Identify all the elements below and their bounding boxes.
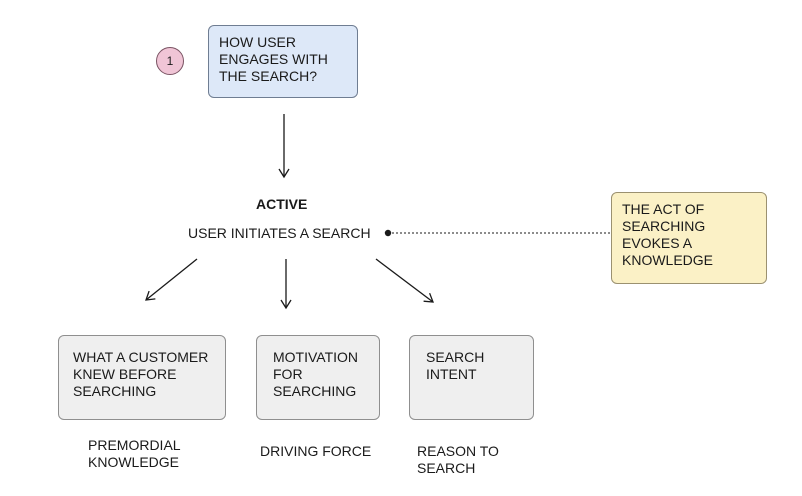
- branch-line: SEARCH: [426, 349, 485, 365]
- question-line: ENGAGES WITH: [219, 51, 328, 67]
- branch-line: MOTIVATION: [273, 349, 359, 365]
- step-badge: 1: [156, 47, 184, 75]
- branch-line: KNEW BEFORE: [73, 366, 177, 382]
- branch-caption-1: PREMORDIAL KNOWLEDGE: [88, 437, 181, 471]
- note-line: THE ACT OF: [622, 201, 705, 217]
- question-line: HOW USER: [219, 34, 296, 50]
- branch-caption-3: REASON TO SEARCH: [417, 443, 499, 477]
- step-badge-number: 1: [166, 54, 174, 68]
- question-box: HOW USER ENGAGES WITH THE SEARCH?: [208, 25, 358, 98]
- note-line: EVOKES A: [622, 235, 693, 251]
- caption-line: SEARCH: [417, 460, 476, 476]
- branch-line: INTENT: [426, 366, 477, 382]
- branch-box-1: WHAT A CUSTOMER KNEW BEFORE SEARCHING: [58, 335, 226, 420]
- mode-subtitle: USER INITIATES A SEARCH: [188, 225, 371, 241]
- branch-line: WHAT A CUSTOMER: [73, 349, 209, 365]
- mode-title: ACTIVE: [256, 196, 308, 212]
- caption-line: REASON TO: [417, 443, 499, 459]
- branch-box-3: SEARCH INTENT: [409, 335, 534, 420]
- note-line: SEARCHING: [622, 218, 706, 234]
- branch-caption-2: DRIVING FORCE: [260, 443, 371, 460]
- arrow-to-branch-3: [375, 258, 434, 303]
- branch-line: SEARCHING: [273, 383, 357, 399]
- connector-dot: [384, 229, 392, 237]
- branch-box-2: MOTIVATION FOR SEARCHING: [256, 335, 380, 420]
- caption-line: KNOWLEDGE: [88, 454, 180, 470]
- question-line: THE SEARCH?: [219, 68, 318, 84]
- branch-line: FOR: [273, 366, 303, 382]
- caption-line: DRIVING FORCE: [260, 443, 372, 459]
- caption-line: PREMORDIAL: [88, 437, 181, 453]
- note-box: THE ACT OF SEARCHING EVOKES A KNOWLEDGE: [611, 192, 767, 284]
- branch-line: SEARCHING: [73, 383, 157, 399]
- arrow-to-branch-1: [145, 258, 198, 301]
- note-line: KNOWLEDGE: [622, 252, 714, 268]
